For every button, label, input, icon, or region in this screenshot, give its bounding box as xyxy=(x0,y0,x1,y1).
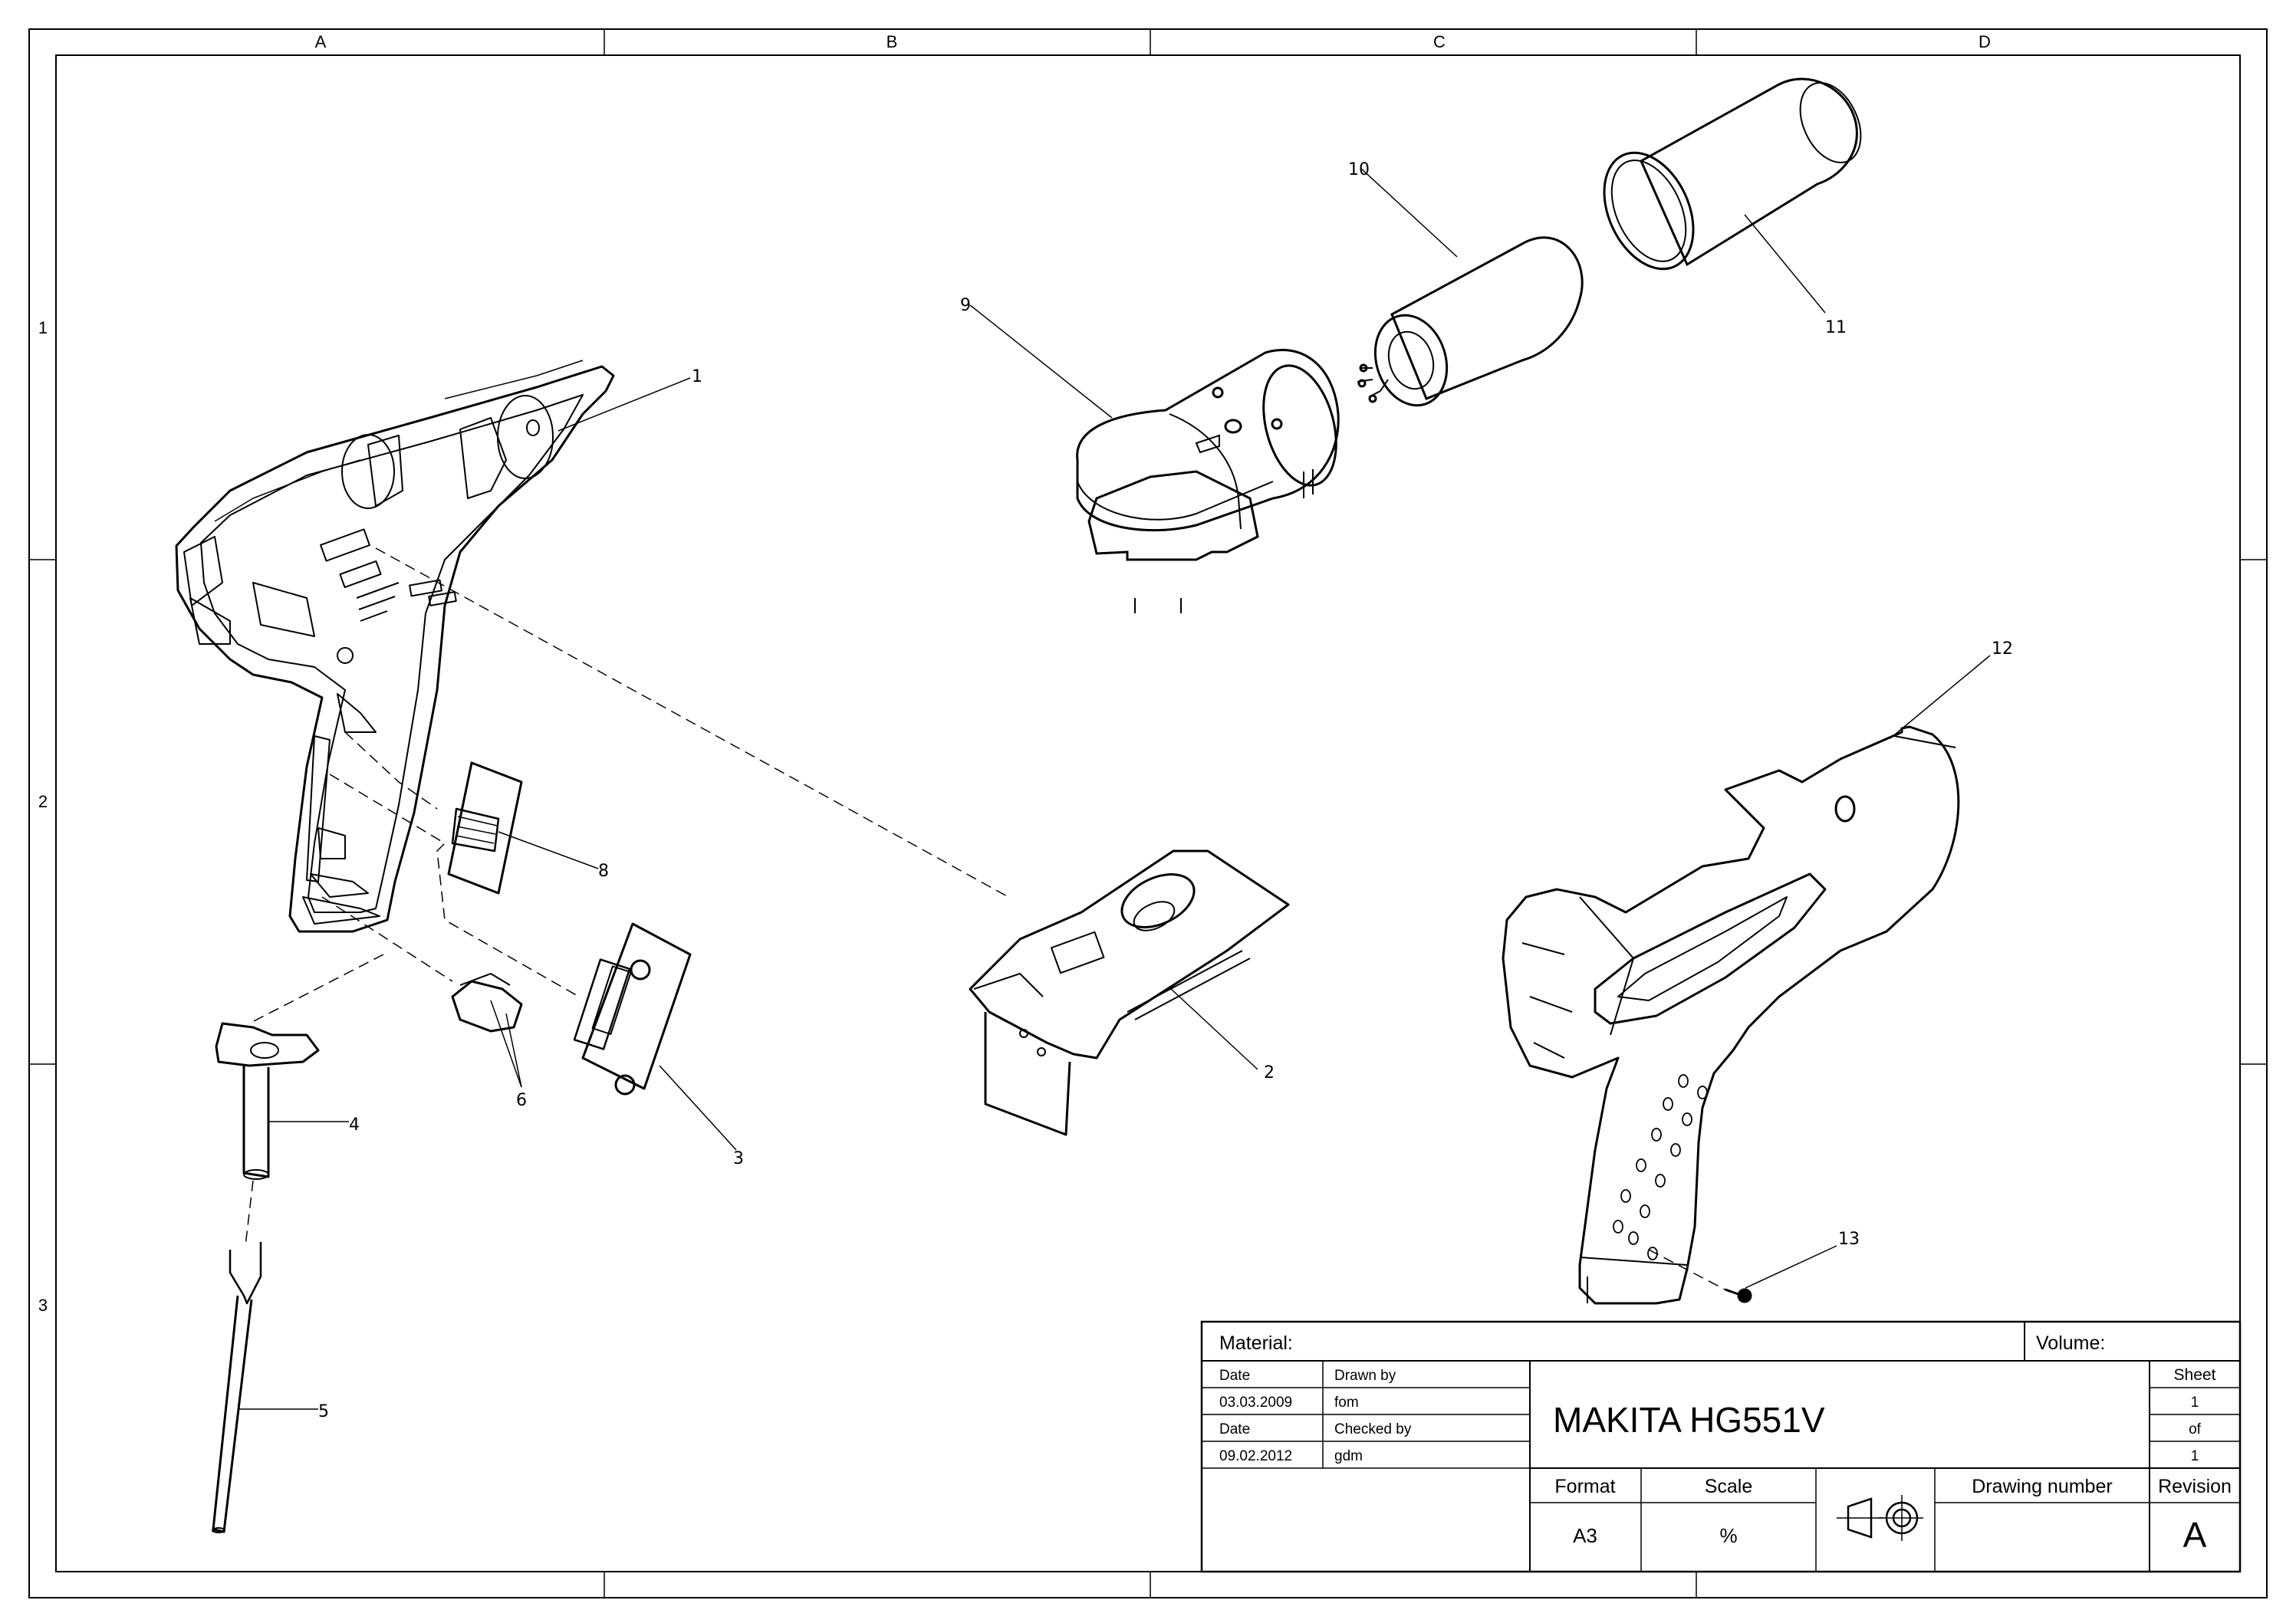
format-label: Format xyxy=(1554,1476,1615,1497)
part-5-power-cord xyxy=(212,1242,262,1533)
sheet-label: Sheet xyxy=(2174,1366,2216,1384)
drawn-date: 03.03.2009 xyxy=(1219,1395,1292,1411)
callout-numbers: 1 2 3 4 5 6 8 9 10 11 12 13 xyxy=(318,160,2013,1421)
checked-by-value: gdm xyxy=(1334,1448,1363,1464)
callout-5: 5 xyxy=(318,1402,329,1421)
material-label: Material: xyxy=(1219,1332,1293,1354)
drawing-number-label: Drawing number xyxy=(1972,1476,2112,1497)
callout-3: 3 xyxy=(733,1149,744,1168)
sheet-number: 1 xyxy=(2191,1395,2199,1411)
drawn-by-value: fom xyxy=(1334,1395,1359,1411)
zone-labels: A B C D 1 2 3 xyxy=(38,32,1991,1315)
zone-col-b: B xyxy=(886,32,898,51)
date-label-1: Date xyxy=(1219,1368,1250,1384)
sheet-total: 1 xyxy=(2191,1448,2199,1464)
zone-col-d: D xyxy=(1979,32,1991,51)
part-13-screw xyxy=(1725,1288,1752,1303)
callout-10: 10 xyxy=(1348,160,1370,179)
scale-label: Scale xyxy=(1705,1476,1753,1497)
format-value: A3 xyxy=(1573,1524,1597,1547)
revision-value: A xyxy=(2183,1515,2207,1555)
callout-13: 13 xyxy=(1838,1230,1860,1249)
date-label-2: Date xyxy=(1219,1421,1250,1437)
revision-label: Revision xyxy=(2158,1476,2232,1497)
callout-2: 2 xyxy=(1264,1063,1275,1083)
part-1-housing-half xyxy=(175,360,615,933)
callout-9: 9 xyxy=(960,296,971,315)
part-11-nozzle-tube xyxy=(1603,77,1862,271)
zone-col-a: A xyxy=(315,32,327,51)
scale-value: % xyxy=(1719,1524,1737,1547)
part-2-switch-cover xyxy=(969,849,1290,1136)
assembly-lines xyxy=(245,547,1730,1293)
checked-by-label: Checked by xyxy=(1334,1421,1412,1437)
part-9-motor-cap xyxy=(1076,349,1340,613)
callout-12: 12 xyxy=(1992,639,2013,659)
title-block: Material: Volume: Date Drawn by 03.03.20… xyxy=(1200,1320,2242,1573)
zone-col-c: C xyxy=(1433,32,1446,51)
part-3-switch-board xyxy=(573,922,692,1096)
callout-1: 1 xyxy=(692,367,702,386)
callout-8: 8 xyxy=(598,862,609,881)
part-10-heating-element xyxy=(1357,236,1584,407)
part-8-slider-knob xyxy=(447,761,523,895)
volume-label: Volume: xyxy=(2036,1332,2105,1354)
checked-date: 09.02.2012 xyxy=(1219,1448,1292,1464)
drawn-by-label: Drawn by xyxy=(1334,1368,1396,1384)
zone-row-2: 2 xyxy=(38,792,48,811)
callout-11: 11 xyxy=(1825,318,1847,337)
drawing-frame xyxy=(28,28,2268,1598)
part-6-clip xyxy=(451,973,523,1033)
callout-4: 4 xyxy=(349,1115,360,1135)
callout-6: 6 xyxy=(516,1091,527,1110)
projection-symbol-icon xyxy=(1837,1495,1923,1541)
leader-lines xyxy=(238,168,1991,1410)
part-4-strain-relief xyxy=(215,1022,320,1180)
drawing-title: MAKITA HG551V xyxy=(1553,1400,1825,1440)
part-12-outer-housing xyxy=(1502,725,1960,1305)
of-label: of xyxy=(2189,1421,2202,1437)
zone-row-3: 3 xyxy=(38,1296,48,1315)
zone-row-1: 1 xyxy=(38,318,48,337)
